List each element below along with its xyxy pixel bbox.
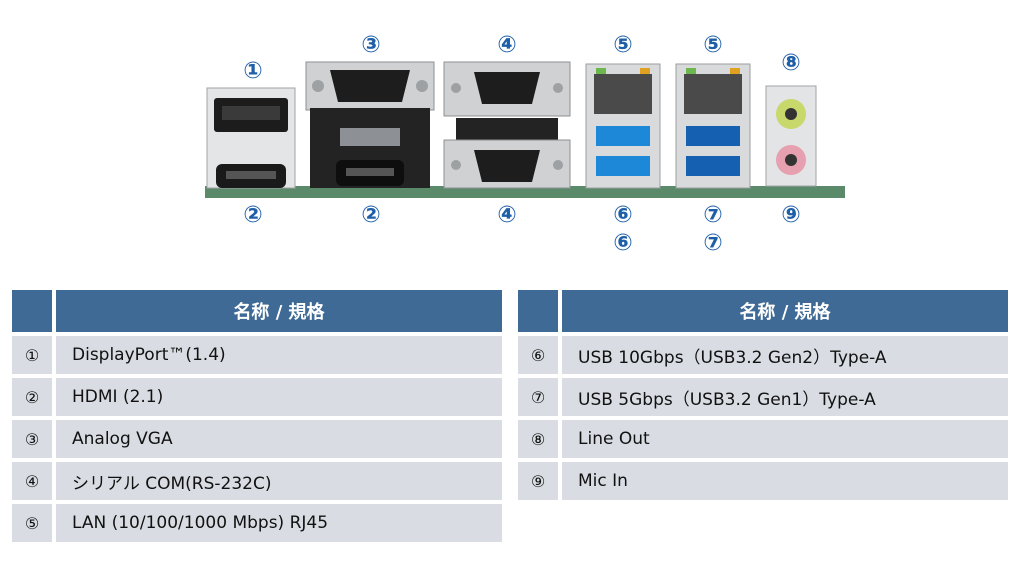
table-header-row: 名称 / 規格 xyxy=(518,290,1008,332)
marker-7-b: ⑦ xyxy=(703,230,723,256)
audio-jack-stack xyxy=(765,85,817,187)
row-index: ⑧ xyxy=(518,420,558,458)
row-label: LAN (10/100/1000 Mbps) RJ45 xyxy=(56,504,502,542)
usb5-port-2 xyxy=(686,156,740,176)
row-label: USB 10Gbps（USB3.2 Gen2）Type-A xyxy=(562,336,1008,374)
table-row: ⑤ LAN (10/100/1000 Mbps) RJ45 xyxy=(12,504,502,542)
marker-5-b: ⑤ xyxy=(703,32,723,58)
row-label: USB 5Gbps（USB3.2 Gen1）Type-A xyxy=(562,378,1008,416)
serial-com-connector-1 xyxy=(474,72,540,104)
row-label: Mic In xyxy=(562,462,1008,500)
table-row: ⑦ USB 5Gbps（USB3.2 Gen1）Type-A xyxy=(518,378,1008,416)
lan-port-1 xyxy=(594,74,652,114)
marker-4-top: ④ xyxy=(497,32,517,58)
row-index: ⑦ xyxy=(518,378,558,416)
table-header: 名称 / 規格 xyxy=(562,290,1008,332)
table-row: ② HDMI (2.1) xyxy=(12,378,502,416)
table-header-row: 名称 / 規格 xyxy=(12,290,502,332)
lan-usb5-stack xyxy=(675,63,751,189)
marker-4-bottom: ④ xyxy=(497,202,517,228)
marker-7-a: ⑦ xyxy=(703,202,723,228)
table-row: ③ Analog VGA xyxy=(12,420,502,458)
marker-6-b: ⑥ xyxy=(613,230,633,256)
row-index: ⑤ xyxy=(12,504,52,542)
usb5-port-1 xyxy=(686,126,740,146)
row-index: ① xyxy=(12,336,52,374)
usb10-port-1 xyxy=(596,126,650,146)
usb10-port-2 xyxy=(596,156,650,176)
row-label: シリアル COM(RS-232C) xyxy=(56,462,502,500)
table-row: ⑥ USB 10Gbps（USB3.2 Gen2）Type-A xyxy=(518,336,1008,374)
vga-connector xyxy=(330,70,410,102)
io-panel-illustration xyxy=(205,61,845,198)
lan-port-2 xyxy=(684,74,742,114)
table-row: ⑧ Line Out xyxy=(518,420,1008,458)
marker-5-a: ⑤ xyxy=(613,32,633,58)
marker-8: ⑧ xyxy=(781,50,801,76)
spec-table-right: 名称 / 規格 ⑥ USB 10Gbps（USB3.2 Gen2）Type-A … xyxy=(514,286,1012,504)
marker-3: ③ xyxy=(361,32,381,58)
marker-2-mid: ② xyxy=(361,202,381,228)
row-label: DisplayPort™(1.4) xyxy=(56,336,502,374)
marker-6-a: ⑥ xyxy=(613,202,633,228)
row-index: ② xyxy=(12,378,52,416)
serial-com-connector-2 xyxy=(474,150,540,182)
row-index: ⑥ xyxy=(518,336,558,374)
spec-table-left: 名称 / 規格 ① DisplayPort™(1.4) ② HDMI (2.1)… xyxy=(8,286,506,546)
marker-2-left: ② xyxy=(243,202,263,228)
row-index: ⑨ xyxy=(518,462,558,500)
serial-com-stack xyxy=(443,61,571,189)
row-label: Analog VGA xyxy=(56,420,502,458)
pcb-board xyxy=(205,186,845,198)
row-label: Line Out xyxy=(562,420,1008,458)
row-index: ③ xyxy=(12,420,52,458)
vga-hdmi-stack xyxy=(305,61,435,188)
table-header: 名称 / 規格 xyxy=(56,290,502,332)
marker-9: ⑨ xyxy=(781,202,801,228)
table-row: ⑨ Mic In xyxy=(518,462,1008,500)
row-index: ④ xyxy=(12,462,52,500)
table-row: ④ シリアル COM(RS-232C) xyxy=(12,462,502,500)
table-row: ① DisplayPort™(1.4) xyxy=(12,336,502,374)
lan-usb10-stack xyxy=(585,63,661,189)
displayport-hdmi-stack xyxy=(206,87,296,189)
marker-1-top: ① xyxy=(243,58,263,84)
row-label: HDMI (2.1) xyxy=(56,378,502,416)
